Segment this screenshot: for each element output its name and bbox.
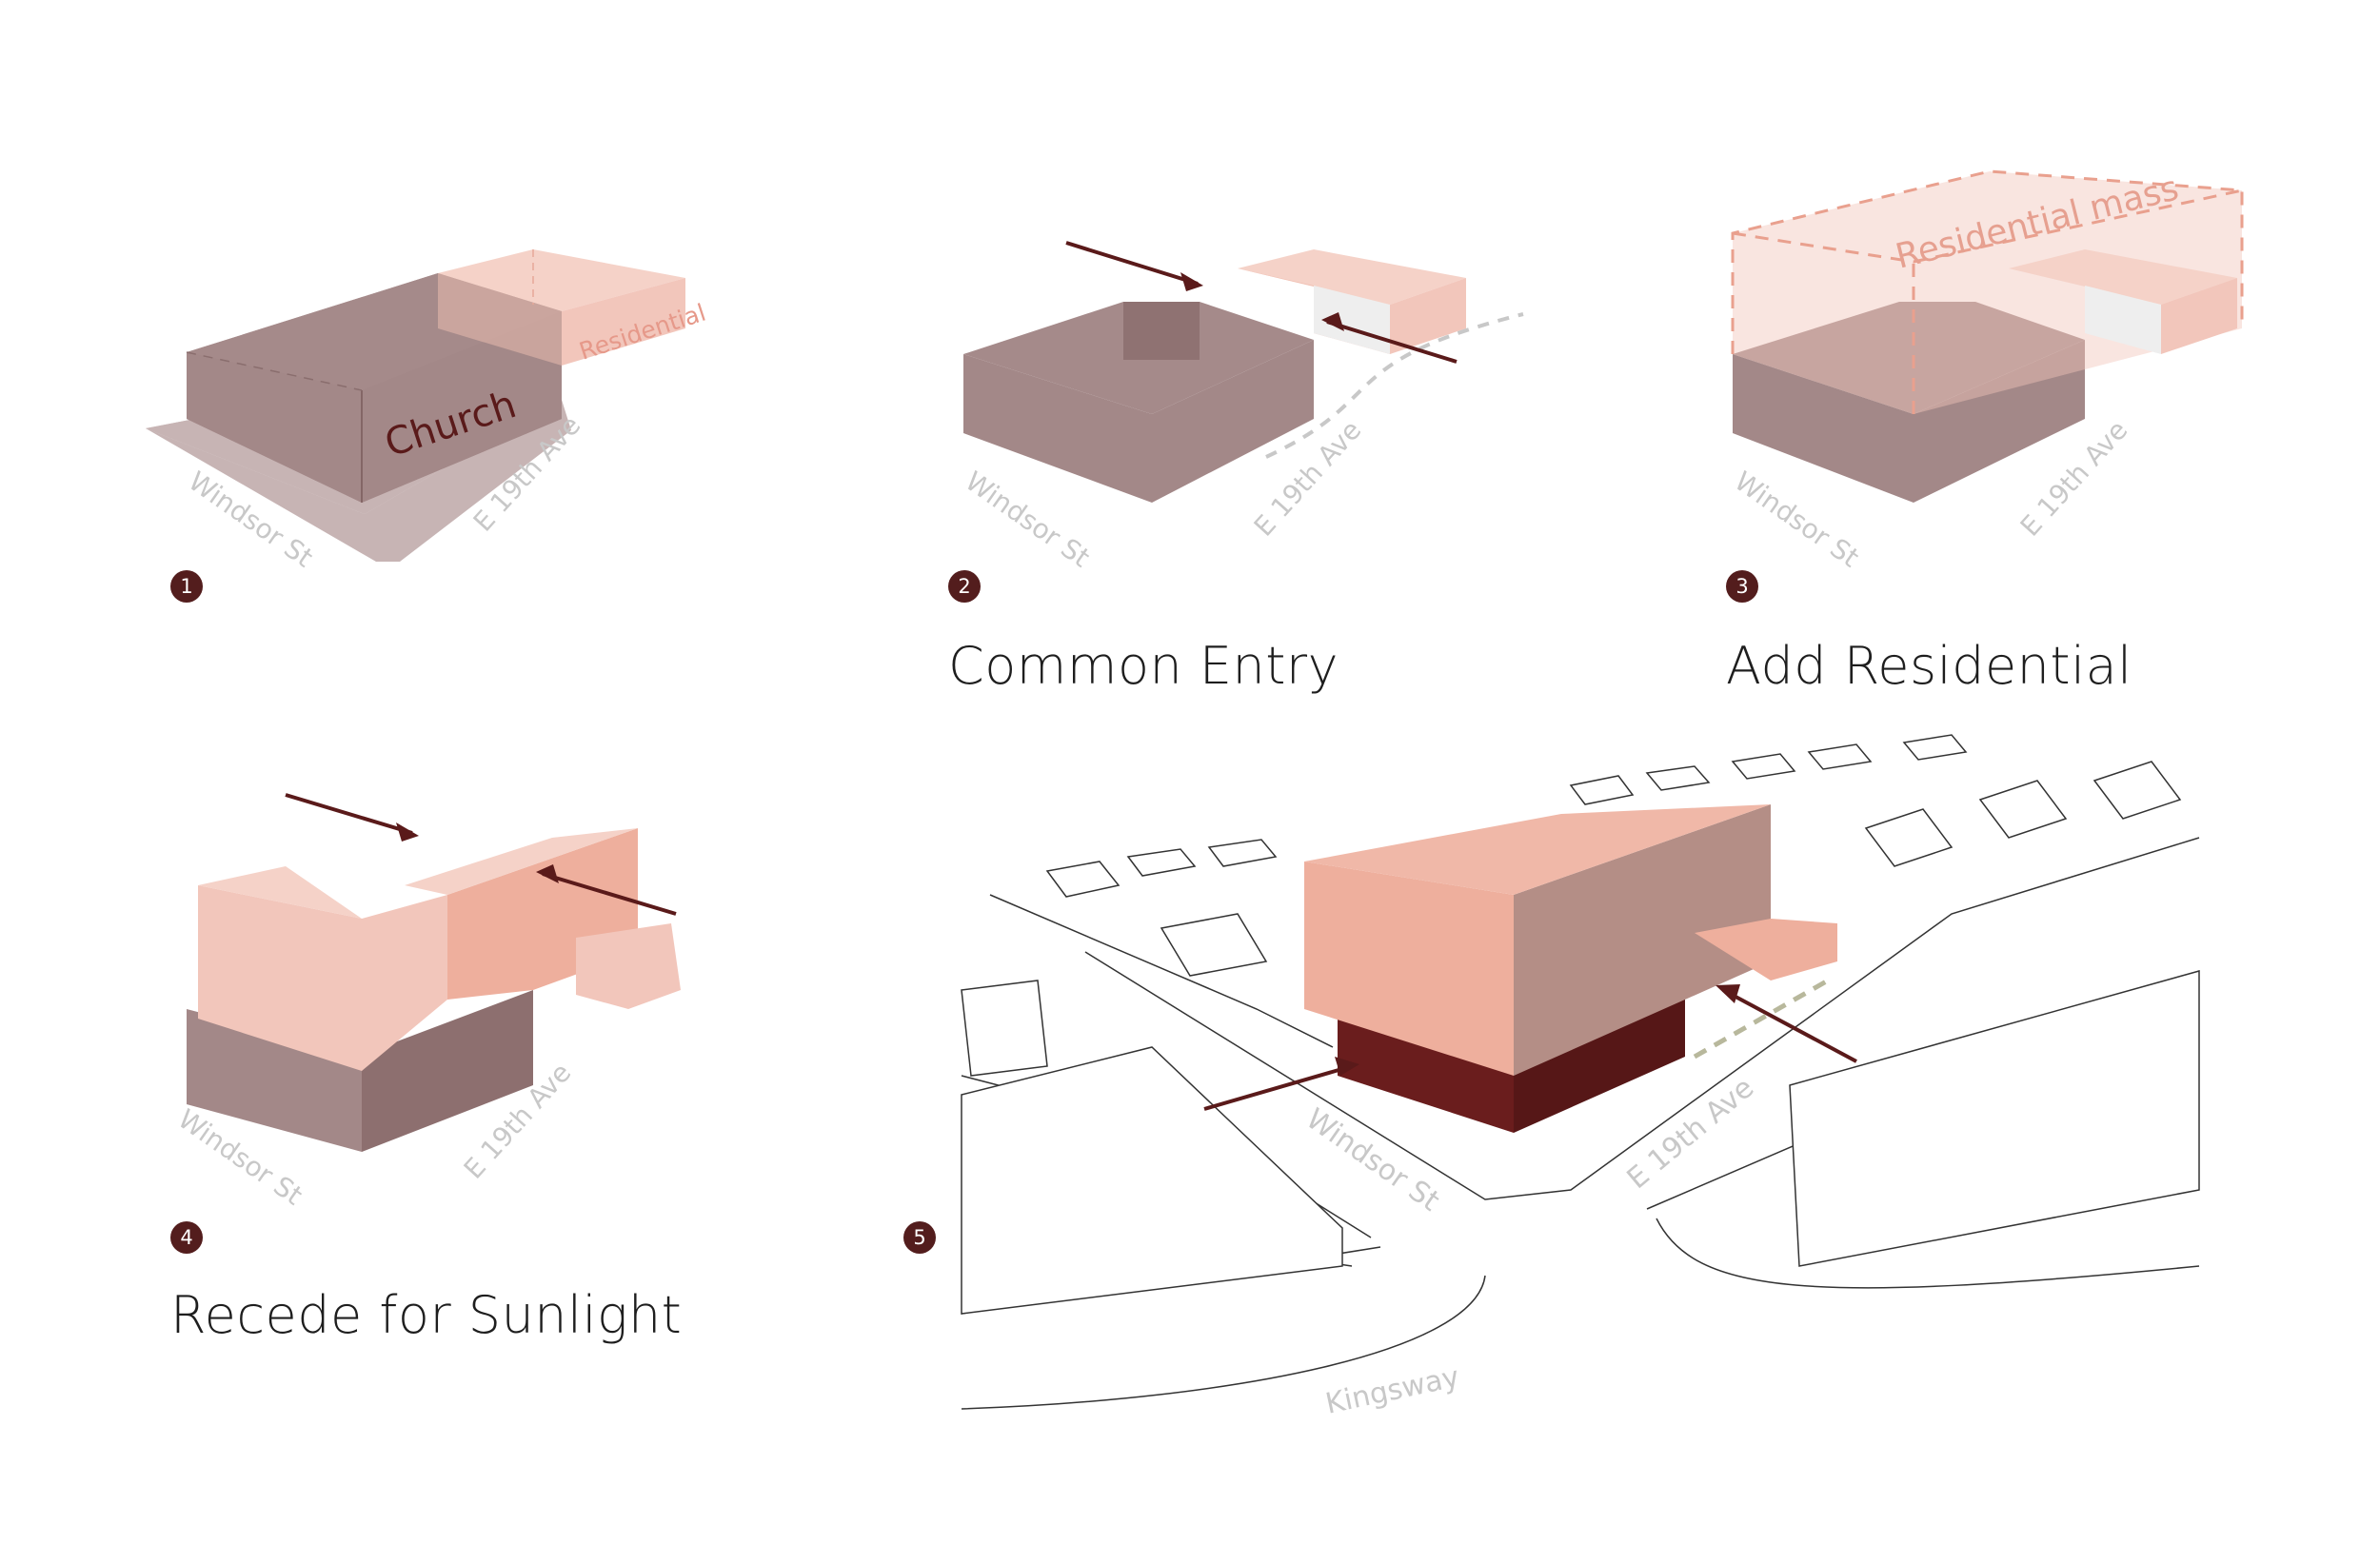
street-label-windsor-2: Windsor St — [960, 465, 1096, 574]
entry-arrow-5b-head — [1716, 984, 1740, 1003]
context-house — [1904, 735, 1966, 760]
sunlight-arrow-1-head — [396, 822, 419, 842]
street-label-kingsway: Kingsway — [1322, 1360, 1462, 1421]
step-3-diagram: Residential mass Windsor St E 19th Ave — [1729, 168, 2242, 573]
context-house — [1047, 862, 1119, 897]
context-house — [2094, 762, 2180, 819]
sunlight-arrow-1 — [286, 795, 412, 833]
entry-arrow-1-head — [1180, 272, 1203, 291]
context-house — [1809, 744, 1871, 769]
entry-arrow-5b — [1723, 990, 1856, 1061]
step-2-diagram: Windsor St E 19th Ave — [960, 243, 1523, 574]
context-large-block — [1790, 971, 2199, 1266]
street-label-windsor-5: Windsor St — [1299, 1102, 1445, 1218]
step-badge-1: 1 — [170, 570, 203, 603]
context-house — [1980, 781, 2066, 838]
step-5-diagram: Windsor St E 19th Ave Kingsway — [962, 735, 2199, 1421]
step-4-caption: Recede for Sunlight — [170, 1290, 682, 1341]
context-house — [1209, 840, 1276, 866]
step-badge-4: 4 — [170, 1221, 203, 1254]
context-house — [1866, 809, 1952, 866]
context-house — [1571, 776, 1633, 804]
residential-annex-4 — [576, 923, 681, 1009]
step-2-caption: Common Entry — [948, 641, 1339, 692]
entry-notch-2 — [1123, 302, 1200, 360]
context-house — [962, 980, 1047, 1076]
context-house — [1733, 754, 1795, 779]
step-badge-2: 2 — [948, 570, 981, 603]
entry-arrow-1 — [1066, 243, 1198, 284]
step-4-diagram: Windsor St E 19th Ave — [172, 795, 681, 1212]
street-label-e19th-5: E 19th Ave — [1621, 1071, 1761, 1196]
step-badge-3: 3 — [1726, 570, 1758, 603]
step-3-caption: Add Residential — [1726, 641, 2132, 692]
street-label-windsor-3: Windsor St — [1729, 465, 1865, 574]
context-house — [1161, 914, 1266, 976]
context-house — [1647, 766, 1709, 790]
step-1-diagram: Church Residential Windsor St E 19th Ave — [146, 249, 709, 574]
step-badge-5: 5 — [903, 1221, 936, 1254]
context-house — [1128, 849, 1195, 876]
